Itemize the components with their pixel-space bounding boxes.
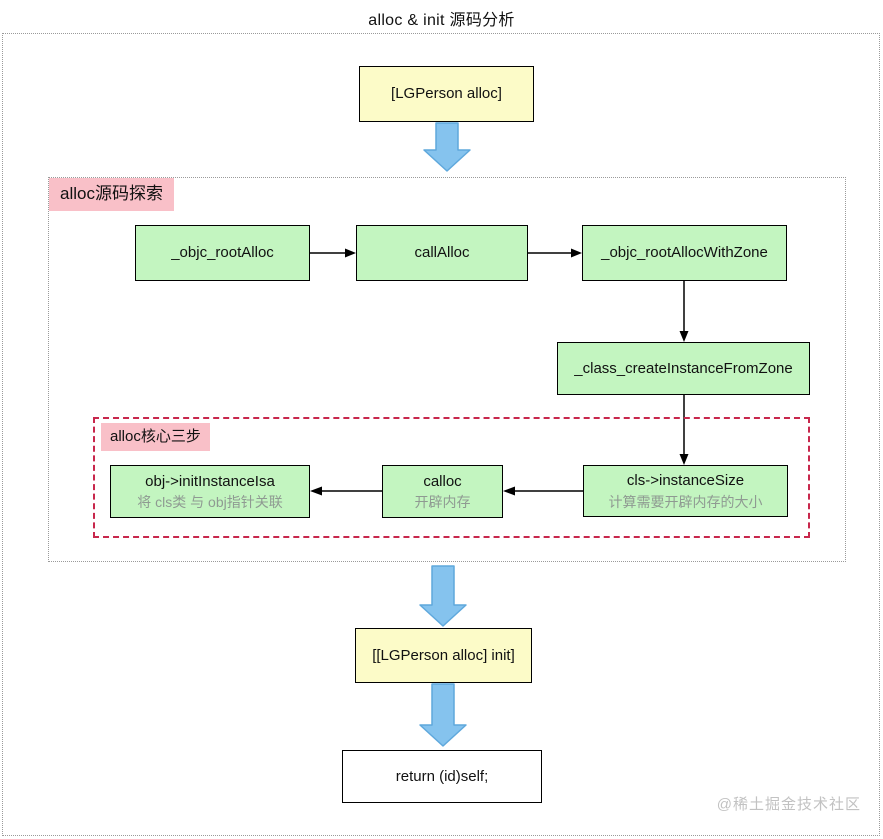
node-label: cls->instanceSize [626,472,745,490]
node-label: _objc_rootAlloc [171,244,274,262]
page-title: alloc & init 源码分析 [368,12,515,29]
node-label: _objc_rootAllocWithZone [601,244,768,262]
outer-dotted-border [2,33,880,836]
node-label: [LGPerson alloc] [391,85,502,103]
node-cls-instancesize: cls->instanceSize 计算需要开辟内存的大小 [583,465,788,517]
node-label: calloc [423,472,462,490]
alloc-exploration-label: alloc源码探索 [49,178,174,211]
node-label: _class_createInstanceFromZone [574,359,793,377]
alloc-core-steps-region: alloc核心三步 [93,417,810,538]
down-arrow-icon [419,683,467,747]
connector-arrow-down [679,281,689,342]
node-lgperson-alloc-init: [[LGPerson alloc] init] [355,628,532,683]
connector-arrow-down [679,395,689,465]
node-return-self: return (id)self; [342,750,542,803]
down-arrow-icon [423,122,471,172]
watermark: @稀土掘金技术社区 [716,796,861,813]
node-sublabel: 计算需要开辟内存的大小 [608,493,763,510]
alloc-core-steps-label: alloc核心三步 [101,423,210,452]
node-sublabel: 开辟内存 [414,494,471,511]
alloc-exploration-region: alloc源码探索 [48,177,846,562]
node-obj-initinstanceisa: obj->initInstanceIsa 将 cls类 与 obj指针关联 [110,465,310,518]
down-arrow-icon [419,565,467,627]
node-label: return (id)self; [395,767,489,785]
node-class-createinstancefromzone: _class_createInstanceFromZone [557,342,810,395]
node-objc-rootalloc: _objc_rootAlloc [135,225,310,281]
node-calloc: calloc 开辟内存 [382,465,503,518]
node-label: obj->initInstanceIsa [145,472,275,490]
node-label: [[LGPerson alloc] init] [372,646,515,664]
connector-arrow-right [310,248,356,258]
node-lgperson-alloc: [LGPerson alloc] [359,66,534,122]
connector-arrow-left [503,486,583,496]
node-objc-rootallocwithzone: _objc_rootAllocWithZone [582,225,787,281]
connector-arrow-right [528,248,582,258]
node-callalloc: callAlloc [356,225,528,281]
connector-arrow-left [310,486,382,496]
node-sublabel: 将 cls类 与 obj指针关联 [137,494,283,511]
node-label: callAlloc [414,244,470,262]
